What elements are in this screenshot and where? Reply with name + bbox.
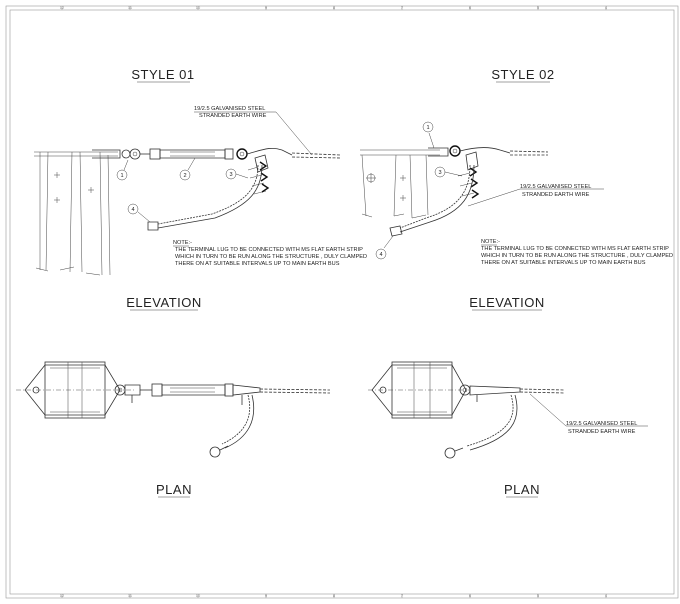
callout-number: 4 <box>379 252 382 258</box>
style1-elevation-label: ELEVATION <box>126 295 202 310</box>
wire-label-line: STRANDED EARTH WIRE <box>199 113 267 119</box>
tick-label: 9 <box>265 593 268 598</box>
wire-label-line: STRANDED EARTH WIRE <box>522 192 590 198</box>
note-line: WHICH IN TURN TO BE RUN ALONG THE STRUCT… <box>481 253 673 259</box>
callout-balloon <box>434 166 446 178</box>
style2-elevation-drawing <box>360 145 549 237</box>
style1-note: NOTE:- THE TERMINAL LUG TO BE CONNECTED … <box>173 240 367 267</box>
note-title: NOTE:- <box>481 239 500 245</box>
callout-number: 1 <box>426 125 429 131</box>
note-line: THE TERMINAL LUG TO BE CONNECTED WITH MS… <box>175 247 363 253</box>
style2-callouts: 1 3 4 <box>375 121 463 260</box>
callout-balloon <box>375 248 387 260</box>
callout-number: 3 <box>438 170 441 176</box>
tick-label: 11 <box>128 5 133 10</box>
style2-wire-label: 19/2.5 GALVANISED STEEL STRANDED EARTH W… <box>467 184 604 207</box>
border-tick-labels-top: 12 11 10 9 8 7 6 5 4 <box>60 5 608 10</box>
wire-label-line: 19/2.5 GALVANISED STEEL <box>566 421 637 427</box>
note-title: NOTE:- <box>173 240 192 246</box>
style1-callouts: 1 2 3 4 <box>116 157 249 223</box>
style1-title: STYLE 01 <box>131 67 194 82</box>
sheet-outer-border <box>5 5 679 599</box>
style1-wire-label: 19/2.5 GALVANISED STEEL STRANDED EARTH W… <box>194 106 313 156</box>
tick-label: 8 <box>333 593 336 598</box>
style1-plan-label: PLAN <box>156 482 192 497</box>
tick-label: 5 <box>537 593 540 598</box>
style2-note: NOTE:- THE TERMINAL LUG TO BE CONNECTED … <box>481 239 673 266</box>
wire-label-line: 19/2.5 GALVANISED STEEL <box>520 184 591 190</box>
tick-label: 12 <box>60 5 65 10</box>
note-line: WHICH IN TURN TO BE RUN ALONG THE STRUCT… <box>175 254 367 260</box>
callout-balloon <box>179 169 191 181</box>
callout-number: 4 <box>131 207 134 213</box>
wire-label-line: 19/2.5 GALVANISED STEEL <box>194 106 265 112</box>
callout-balloon <box>127 203 139 215</box>
tick-label: 8 <box>333 5 336 10</box>
callout-balloon <box>116 169 128 181</box>
callout-balloon <box>422 121 434 133</box>
tick-label: 4 <box>605 593 608 598</box>
tick-label: 12 <box>60 593 65 598</box>
style1-plan-drawing <box>16 361 331 458</box>
style2-elevation-label: ELEVATION <box>469 295 545 310</box>
wire-label-line: STRANDED EARTH WIRE <box>568 429 636 435</box>
border-tick-labels-bottom: 12 11 10 9 8 7 6 5 4 <box>60 593 608 598</box>
tick-label: 9 <box>265 5 268 10</box>
style2-title: STYLE 02 <box>491 67 554 82</box>
note-line: THE TERMINAL LUG TO BE CONNECTED WITH MS… <box>481 246 669 252</box>
callout-number: 2 <box>183 173 186 179</box>
note-line: THERE ON AT SUITABLE INTERVALS UP TO MAI… <box>175 261 340 267</box>
style1-elevation-drawing <box>34 147 341 276</box>
border-tick-marks <box>61 6 607 598</box>
tick-label: 7 <box>401 5 404 10</box>
tick-label: 10 <box>196 593 201 598</box>
style2-plan-label: PLAN <box>504 482 540 497</box>
tick-label: 7 <box>401 593 404 598</box>
tick-label: 6 <box>469 593 472 598</box>
style2-plan-drawing <box>368 361 566 459</box>
note-line: THERE ON AT SUITABLE INTERVALS UP TO MAI… <box>481 260 646 266</box>
tick-label: 11 <box>128 593 133 598</box>
style2-plan-wire-label: 19/2.5 GALVANISED STEEL STRANDED EARTH W… <box>529 393 648 435</box>
tick-label: 6 <box>469 5 472 10</box>
callout-balloon <box>225 168 237 180</box>
callout-number: 3 <box>229 172 232 178</box>
sheet-border <box>9 9 675 595</box>
tick-label: 10 <box>196 5 201 10</box>
tick-label: 5 <box>537 5 540 10</box>
tick-label: 4 <box>605 5 608 10</box>
callout-number: 1 <box>120 173 123 179</box>
